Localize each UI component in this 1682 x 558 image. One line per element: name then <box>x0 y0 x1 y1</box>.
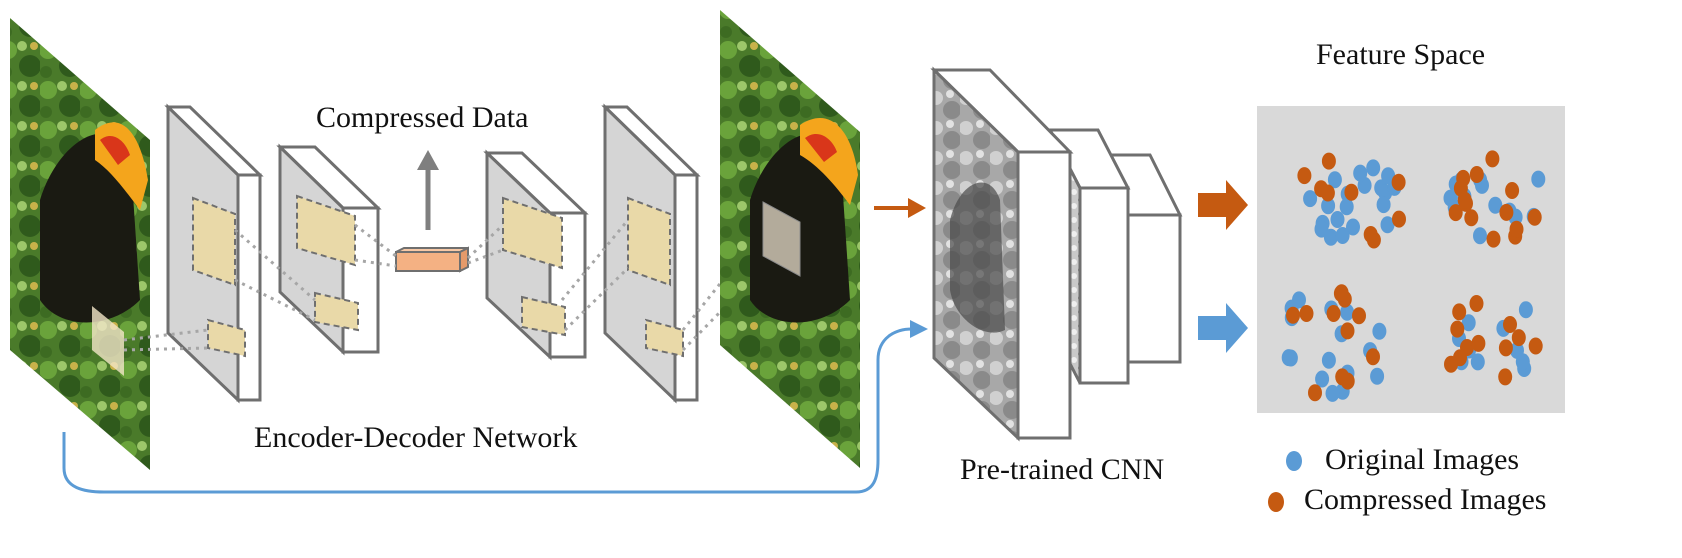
original-feature-point <box>1515 353 1530 371</box>
feature-clusters <box>1281 150 1546 402</box>
decoder-layer-2 <box>601 103 701 404</box>
compressed-feature-point <box>1321 152 1336 170</box>
compressed-feature-point <box>1485 150 1500 168</box>
original-feature-point <box>1353 164 1368 182</box>
compressed-feature-point <box>1363 226 1378 243</box>
compressed-feature-point <box>1469 295 1484 312</box>
original-feature-point <box>1335 227 1350 244</box>
compressed-feature-point <box>1308 384 1322 402</box>
feature-space-panel <box>1257 106 1565 413</box>
compressed-feature-point <box>1528 337 1543 355</box>
original-feature-point <box>1325 384 1340 402</box>
compressed-feature-point <box>1297 167 1312 185</box>
compressed-feature-point <box>1456 169 1471 187</box>
compressed-feature-point <box>1471 334 1486 352</box>
compressed-feature-point <box>1366 348 1380 366</box>
compressed-feature-point <box>1503 316 1517 333</box>
decoder-layer-1 <box>483 149 589 361</box>
compressed-feature-point <box>1326 305 1341 322</box>
original-feature-point <box>1366 159 1381 177</box>
compressed-feature-point <box>1450 320 1465 338</box>
compressed-feature-point <box>1457 191 1472 209</box>
original-feature-point <box>1370 367 1385 385</box>
compressed-feature-point <box>1392 210 1406 228</box>
original-feature-point <box>1381 167 1396 185</box>
compressed-feature-point <box>1335 368 1350 386</box>
original-feature-point <box>1321 351 1336 369</box>
compressed-feature-point <box>1286 306 1300 324</box>
encoder-decoder-label: Encoder-Decoder Network <box>254 421 578 454</box>
block-arrow-original <box>1198 303 1248 353</box>
original-feature-point <box>1531 170 1546 188</box>
compressed-feature-point <box>1444 355 1458 373</box>
original-feature-point <box>1372 322 1387 340</box>
original-feature-point <box>1488 196 1503 214</box>
compressed-feature-point <box>1448 204 1463 222</box>
reconstructed-image <box>720 10 860 468</box>
original-feature-point <box>1321 197 1336 215</box>
original-feature-point <box>1323 228 1338 246</box>
original-feature-point <box>1303 190 1318 208</box>
arrow-up-icon <box>417 150 439 230</box>
original-feature-point <box>1315 370 1330 388</box>
feature-space-title: Feature Space <box>1316 38 1486 71</box>
original-feature-point <box>1346 218 1360 236</box>
compressed-feature-point <box>1469 166 1484 183</box>
original-feature-point <box>1380 216 1395 234</box>
compressed-feature-point <box>1314 180 1329 198</box>
compressed-feature-point <box>1299 305 1314 322</box>
compressed-code-block <box>395 246 469 273</box>
original-feature-point <box>1327 171 1342 189</box>
arrow-original-to-cnn <box>62 320 928 494</box>
compressed-feature-point <box>1486 230 1501 248</box>
compressed-feature-point <box>1498 368 1513 386</box>
compressed-feature-point <box>1527 208 1542 226</box>
compressed-feature-point <box>1344 183 1359 201</box>
compressed-feature-point <box>1464 209 1479 227</box>
original-feature-point <box>1473 227 1487 245</box>
legend-compressed-dot <box>1268 492 1284 512</box>
compressed-feature-point <box>1334 284 1349 302</box>
pretrained-cnn <box>930 66 1183 442</box>
pretrained-cnn-label: Pre-trained CNN <box>960 453 1165 486</box>
encoder-layer-1 <box>164 103 264 404</box>
original-feature-point <box>1283 349 1298 367</box>
compressed-feature-point <box>1499 203 1514 221</box>
compressed-feature-point <box>1505 182 1520 199</box>
original-feature-point <box>1340 303 1355 321</box>
compressed-feature-point <box>1340 322 1355 340</box>
compressed-data-label: Compressed Data <box>316 101 529 134</box>
arrow-right-icon <box>874 198 926 218</box>
original-feature-point <box>1461 314 1476 332</box>
original-feature-point <box>1518 301 1533 319</box>
legend-compressed-label: Compressed Images <box>1304 483 1547 516</box>
block-arrow-compressed <box>1198 180 1248 230</box>
original-feature-point <box>1376 196 1391 214</box>
original-feature-point <box>1470 353 1485 371</box>
legend-original-dot <box>1286 451 1302 471</box>
input-image <box>10 18 150 470</box>
compressed-feature-point <box>1509 220 1524 238</box>
compressed-feature-point <box>1498 339 1513 357</box>
compressed-feature-point <box>1452 303 1467 321</box>
compressed-feature-point <box>1352 307 1366 325</box>
original-feature-point <box>1339 198 1354 216</box>
legend-original-label: Original Images <box>1325 443 1520 476</box>
compressed-feature-point <box>1391 173 1406 191</box>
original-feature-point <box>1330 211 1345 228</box>
encoder-layer-2 <box>276 143 382 356</box>
compressed-feature-point <box>1511 329 1526 347</box>
